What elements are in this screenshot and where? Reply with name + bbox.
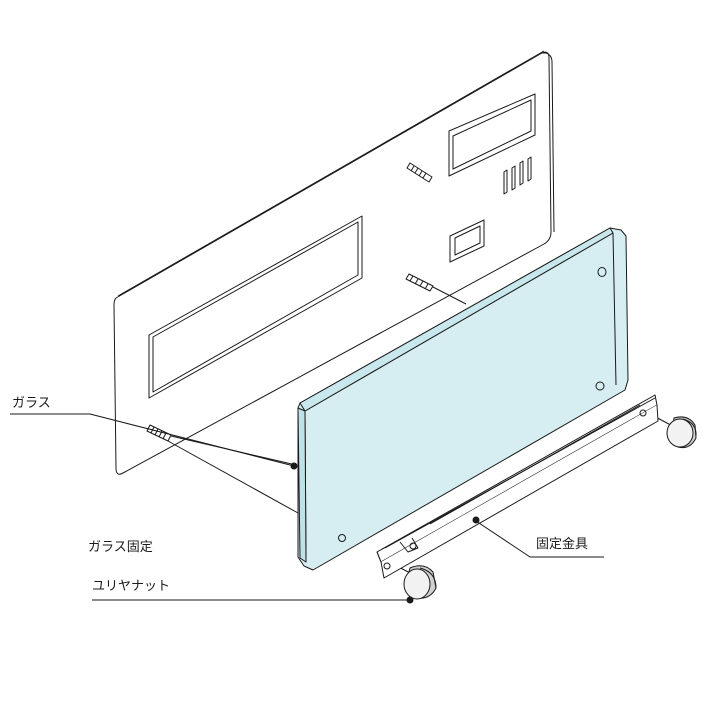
stud-middle xyxy=(405,273,434,292)
square-window xyxy=(449,219,485,263)
label-glass-fixing: ガラス固定 xyxy=(88,540,153,555)
leader-dot-nut xyxy=(406,596,414,604)
urea-nut-right xyxy=(666,416,697,449)
leader-dot-bracket xyxy=(472,516,480,524)
upper-window xyxy=(448,93,536,177)
back-panel xyxy=(113,50,555,475)
fixing-bracket xyxy=(376,394,659,579)
vent-slots xyxy=(503,156,532,195)
display-window xyxy=(148,215,363,399)
urea-nut-left xyxy=(403,565,437,600)
glass-plate xyxy=(297,227,629,571)
stud-upper xyxy=(406,162,433,183)
label-glass: ガラス xyxy=(12,396,51,411)
leader-dot-glass xyxy=(290,462,298,470)
leader-lines xyxy=(10,413,604,601)
label-bracket: 固定金具 xyxy=(536,537,589,552)
label-urea-nut: ユリヤナット xyxy=(92,579,171,594)
